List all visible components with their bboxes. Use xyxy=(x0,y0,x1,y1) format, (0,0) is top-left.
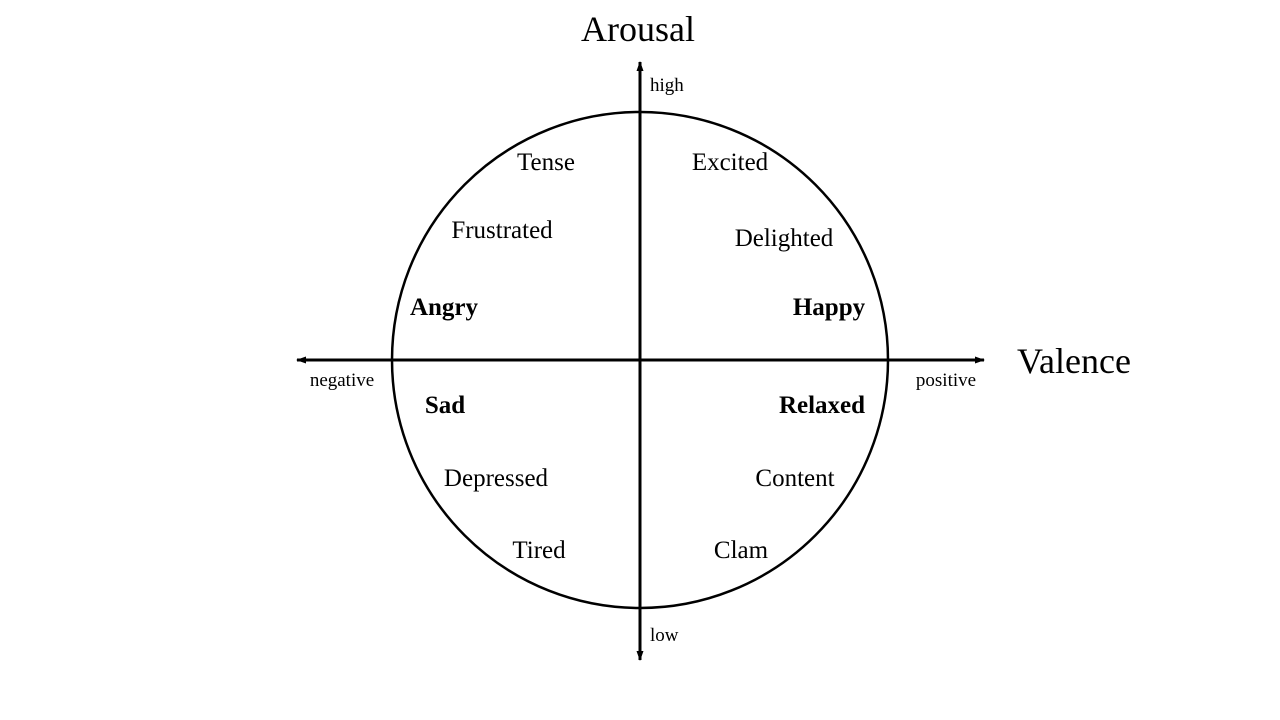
emotion-label-excited: Excited xyxy=(692,149,769,176)
emotion-label-depressed: Depressed xyxy=(444,465,549,492)
valence-positive-label: positive xyxy=(916,370,976,391)
emotion-label-sad: Sad xyxy=(425,392,465,419)
emotion-label-relaxed: Relaxed xyxy=(779,392,865,419)
emotion-label-tense: Tense xyxy=(517,149,575,176)
arousal-high-label: high xyxy=(650,75,684,96)
valence-negative-label: negative xyxy=(310,370,374,391)
arousal-low-label: low xyxy=(650,625,679,646)
emotion-label-happy: Happy xyxy=(793,294,866,321)
emotion-label-tired: Tired xyxy=(512,537,566,564)
emotion-label-angry: Angry xyxy=(410,294,479,321)
emotion-label-frustrated: Frustrated xyxy=(451,217,553,244)
arousal-axis-title: Arousal xyxy=(581,9,695,49)
emotion-label-delighted: Delighted xyxy=(735,225,834,252)
emotion-label-clam: Clam xyxy=(714,537,769,564)
emotion-label-content: Content xyxy=(755,465,834,492)
valence-axis-title: Valence xyxy=(1017,341,1131,381)
